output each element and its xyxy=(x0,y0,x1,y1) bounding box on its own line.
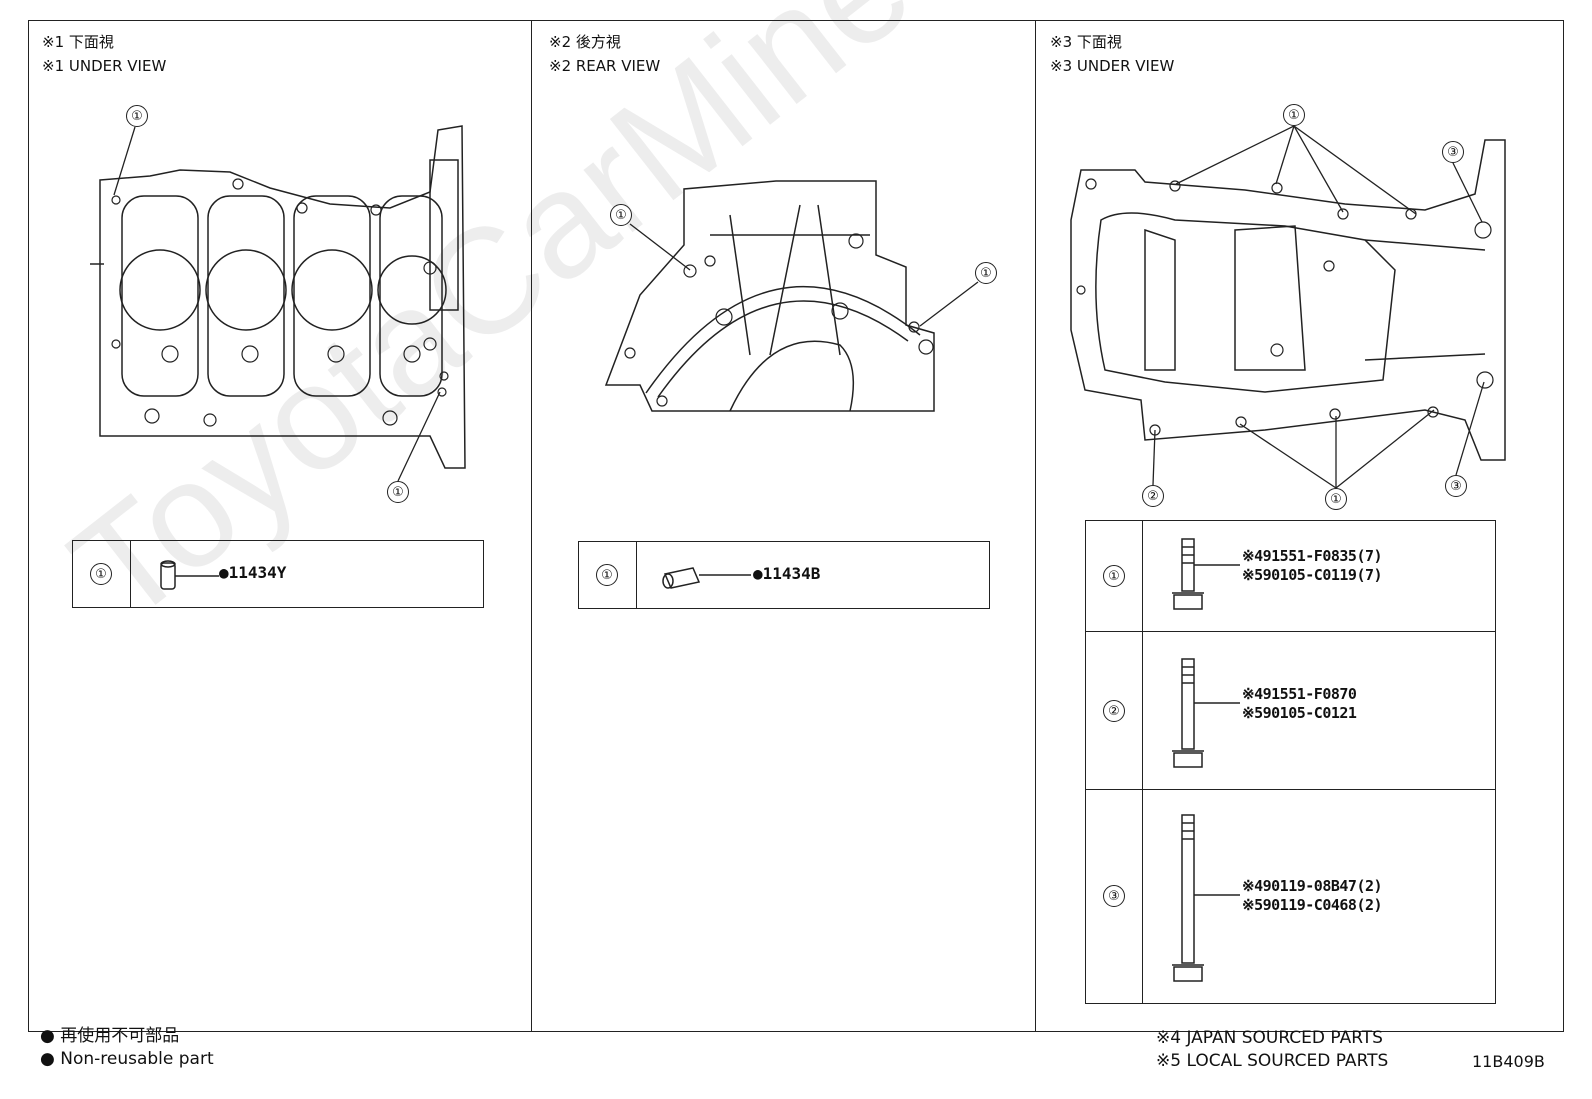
bolt1-part-local: ※590105-C0119(7) xyxy=(1242,566,1383,584)
panel1-callout-cell xyxy=(73,541,131,607)
long-flange-bolt-icon xyxy=(1172,814,1240,982)
panel-divider-1 xyxy=(531,20,532,1032)
panel1-title-jp: ※1 下面視 xyxy=(42,33,114,51)
leader-lines-panel3 xyxy=(1152,125,1485,489)
bolt2-part-local: ※590105-C0121 xyxy=(1242,704,1357,722)
callout-1-top-panel3: ① xyxy=(1283,104,1305,126)
bolts-row-divider-2 xyxy=(1086,789,1495,790)
legend-local-sourced: ※5 LOCAL SOURCED PARTS xyxy=(1156,1051,1389,1071)
bolts-table: ① ※491551-F0835(7) ※590105-C0119(7) ② ※4… xyxy=(1085,520,1496,1004)
panel2-callout: ① xyxy=(596,564,618,586)
bolt3-part-japan: ※490119-08B47(2) xyxy=(1242,877,1383,895)
bolt1-part-japan: ※491551-F0835(7) xyxy=(1242,547,1383,565)
callout-1-right: ① xyxy=(975,262,997,284)
engine-block-rear-view-drawing xyxy=(604,180,935,412)
callout-1-left: ① xyxy=(610,204,632,226)
legend-japan-sourced: ※4 JAPAN SOURCED PARTS xyxy=(1156,1028,1383,1048)
engine-block-under-view-drawing xyxy=(90,125,466,469)
panel1-part-number: ●11434Y xyxy=(219,563,287,582)
callout-1-bottom-panel3: ① xyxy=(1325,488,1347,510)
diagram-frame xyxy=(28,20,1564,1032)
panel2-part-number: ●11434B xyxy=(753,564,821,583)
bolt1-callout: ① xyxy=(1103,565,1125,587)
bolt2-part-japan: ※491551-F0870 xyxy=(1242,685,1357,703)
panel2-callout-cell xyxy=(579,542,637,608)
callout-1-bottom: ① xyxy=(387,481,409,503)
panel3-title-jp: ※3 下面視 xyxy=(1050,33,1122,51)
medium-flange-bolt-icon xyxy=(1172,658,1240,768)
bolt3-part-local: ※590119-C0468(2) xyxy=(1242,896,1383,914)
dowel-pin-icon xyxy=(160,560,219,590)
leader-lines-panel1 xyxy=(113,126,441,482)
dowel-pin-angled-icon xyxy=(662,567,751,589)
bolts-callout-column xyxy=(1086,521,1143,1003)
oil-pan-under-view-drawing xyxy=(1070,139,1506,461)
panel1-callout: ① xyxy=(90,563,112,585)
bolt3-callout: ③ xyxy=(1103,885,1125,907)
panel2-title-jp: ※2 後方視 xyxy=(549,33,621,51)
illustration-code: 11B409B xyxy=(1472,1052,1545,1071)
panel-divider-2 xyxy=(1035,20,1036,1032)
bolts-row-divider-1 xyxy=(1086,631,1495,632)
panel3-title-en: ※3 UNDER VIEW xyxy=(1050,57,1175,75)
leader-lines-panel2 xyxy=(629,223,979,327)
legend-non-reusable-en: ● Non-reusable part xyxy=(40,1049,214,1069)
callout-3-bottom: ③ xyxy=(1445,475,1467,497)
bolt2-callout: ② xyxy=(1103,700,1125,722)
legend-non-reusable-jp: ● 再使用不可部品 xyxy=(40,1026,180,1046)
panel1-title-en: ※1 UNDER VIEW xyxy=(42,57,167,75)
short-flange-bolt-icon xyxy=(1172,538,1240,610)
panel2-title-en: ※2 REAR VIEW xyxy=(549,57,661,75)
callout-2: ② xyxy=(1142,485,1164,507)
callout-3-top: ③ xyxy=(1442,141,1464,163)
callout-1-top: ① xyxy=(126,105,148,127)
panel1-parts-table: ① ●11434Y xyxy=(72,540,484,608)
panel2-parts-table: ① ●11434B xyxy=(578,541,990,609)
